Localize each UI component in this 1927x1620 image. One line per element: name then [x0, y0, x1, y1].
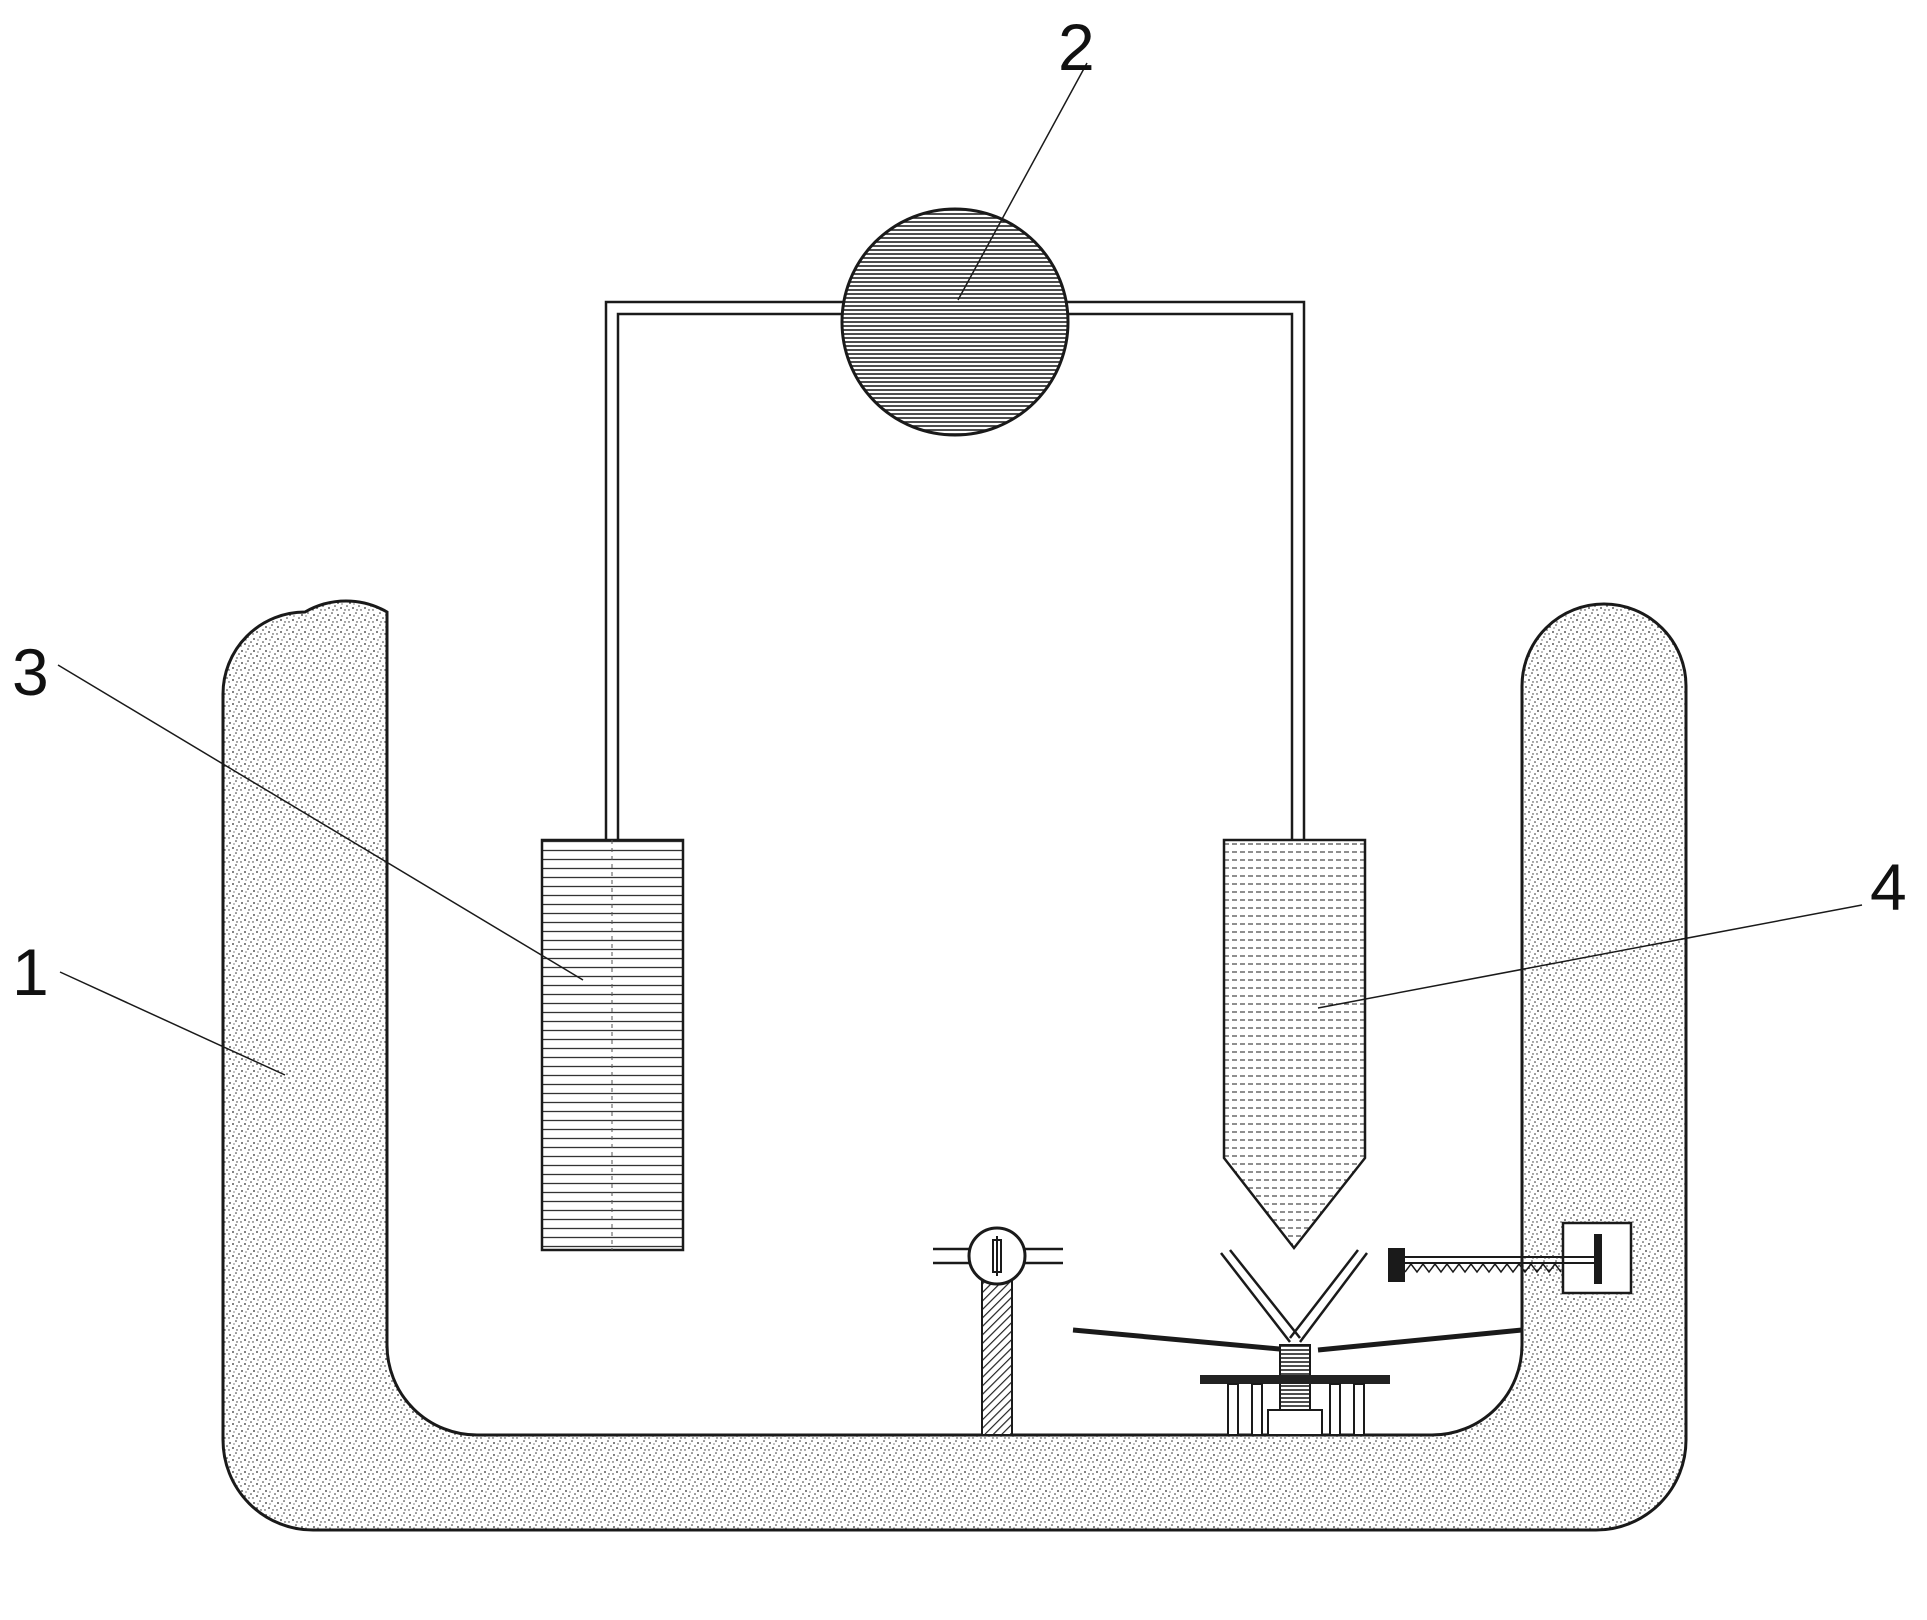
clamp-leg — [1227, 1383, 1239, 1436]
plunger-spring — [1404, 1262, 1562, 1274]
callout-3: 3 — [12, 635, 49, 709]
callout-4: 4 — [1870, 850, 1907, 924]
plunger-knob — [1388, 1248, 1405, 1282]
meter-post — [981, 1274, 1013, 1436]
clamp-leg — [1329, 1383, 1341, 1436]
leader-line-4 — [1317, 904, 1863, 1009]
clamp-arm-left — [1072, 1327, 1291, 1353]
clamp-leg — [1251, 1383, 1263, 1436]
container-wall — [221, 599, 1688, 1532]
v-arm-left-a — [1220, 1252, 1291, 1343]
clamp-leg — [1353, 1383, 1365, 1436]
clamp-plate — [1200, 1375, 1390, 1384]
right-electrode — [1222, 838, 1367, 1251]
wire-gap — [1294, 304, 1302, 840]
v-arm-right-b — [1289, 1249, 1359, 1339]
plunger-head — [1594, 1234, 1602, 1284]
callout-1: 1 — [12, 935, 49, 1009]
leader-line-2 — [957, 62, 1088, 301]
leader-line-3 — [57, 664, 584, 981]
power-supply-circle — [840, 207, 1070, 437]
v-arm-left-b — [1229, 1249, 1301, 1339]
v-arm-right-a — [1299, 1252, 1368, 1343]
leader-line-1 — [59, 971, 286, 1076]
clamp-inner-base — [1267, 1409, 1323, 1436]
left-electrode — [540, 838, 685, 1252]
callout-2: 2 — [1058, 10, 1095, 84]
wire-gap — [608, 304, 616, 840]
clamp-arm-right — [1317, 1327, 1523, 1353]
